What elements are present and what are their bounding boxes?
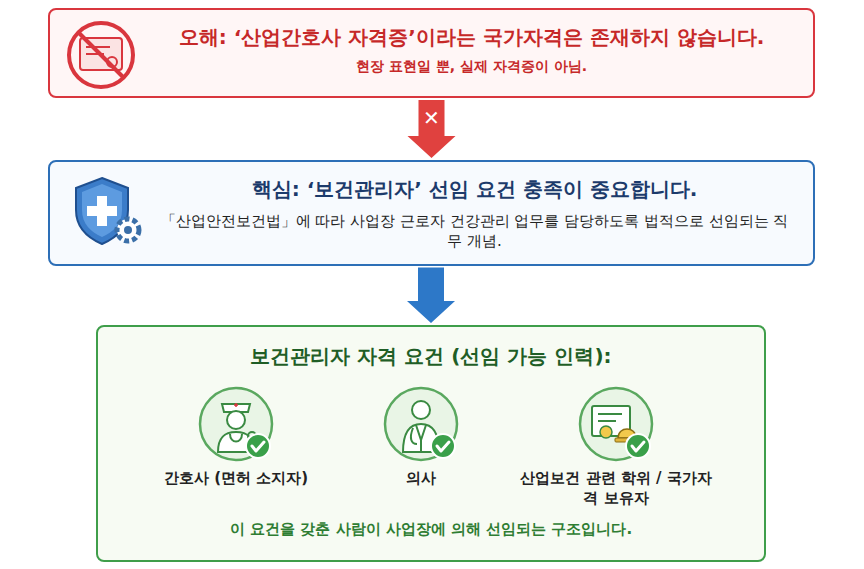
node-heading: 간호사 (면허 소지자) bbox=[146, 468, 326, 488]
requirement-row: 간호사 (면허 소지자) 의사 산업보건 관련 학위 / 국가자격 보유자 bbox=[116, 384, 746, 509]
icon-holder bbox=[346, 384, 496, 464]
node-heading: 오해: ‘산업간호사 자격증’이라는 국가자격은 존재하지 않습니다. bbox=[150, 24, 793, 51]
icon-holder bbox=[64, 18, 138, 96]
block-arrow bbox=[408, 100, 456, 158]
node-body: 「산업안전보건법」에 따라 사업장 근로자 건강관리 업무를 담당하도록 법적으… bbox=[160, 211, 789, 252]
icon-holder bbox=[516, 384, 716, 464]
node-heading: 의사 bbox=[346, 468, 496, 488]
shield-gear-icon bbox=[68, 172, 148, 252]
prohibited-certificate-icon bbox=[64, 18, 138, 92]
node-body: 이 요건을 갖춘 사람이 사업장에 의해 선임되는 구조입니다. bbox=[116, 519, 746, 539]
doctor-icon bbox=[381, 384, 461, 464]
requirements-box: 보건관리자 자격 요건 (선임 가능 인력): 간호사 (면허 소지자) 의사 산업보… bbox=[96, 325, 766, 562]
qualification-item: 산업보건 관련 학위 / 국가자격 보유자 bbox=[516, 384, 716, 509]
node-heading: 핵심: ‘보건관리자’ 선임 요건 충족이 중요합니다. bbox=[160, 176, 789, 203]
node-heading: 보건관리자 자격 요건 (선임 가능 인력): bbox=[116, 343, 746, 370]
certificate-helmet-icon bbox=[576, 384, 656, 464]
icon-holder bbox=[68, 172, 148, 256]
doctor-item: 의사 bbox=[346, 384, 496, 509]
node-heading: 산업보건 관련 학위 / 국가자격 보유자 bbox=[516, 468, 716, 509]
nurse-icon bbox=[196, 384, 276, 464]
node-body: 현장 표현일 뿐, 실제 자격증이 아님. bbox=[150, 57, 793, 76]
misconception-box: 오해: ‘산업간호사 자격증’이라는 국가자격은 존재하지 않습니다. 현장 표현… bbox=[48, 8, 815, 98]
block-arrow bbox=[407, 268, 455, 324]
nurse-item: 간호사 (면허 소지자) bbox=[146, 384, 326, 509]
key-point-box: 핵심: ‘보건관리자’ 선임 요건 충족이 중요합니다. 「산업안전보건법」에 따… bbox=[48, 160, 815, 266]
edge-label: ✕ bbox=[420, 107, 443, 129]
icon-holder bbox=[146, 384, 326, 464]
